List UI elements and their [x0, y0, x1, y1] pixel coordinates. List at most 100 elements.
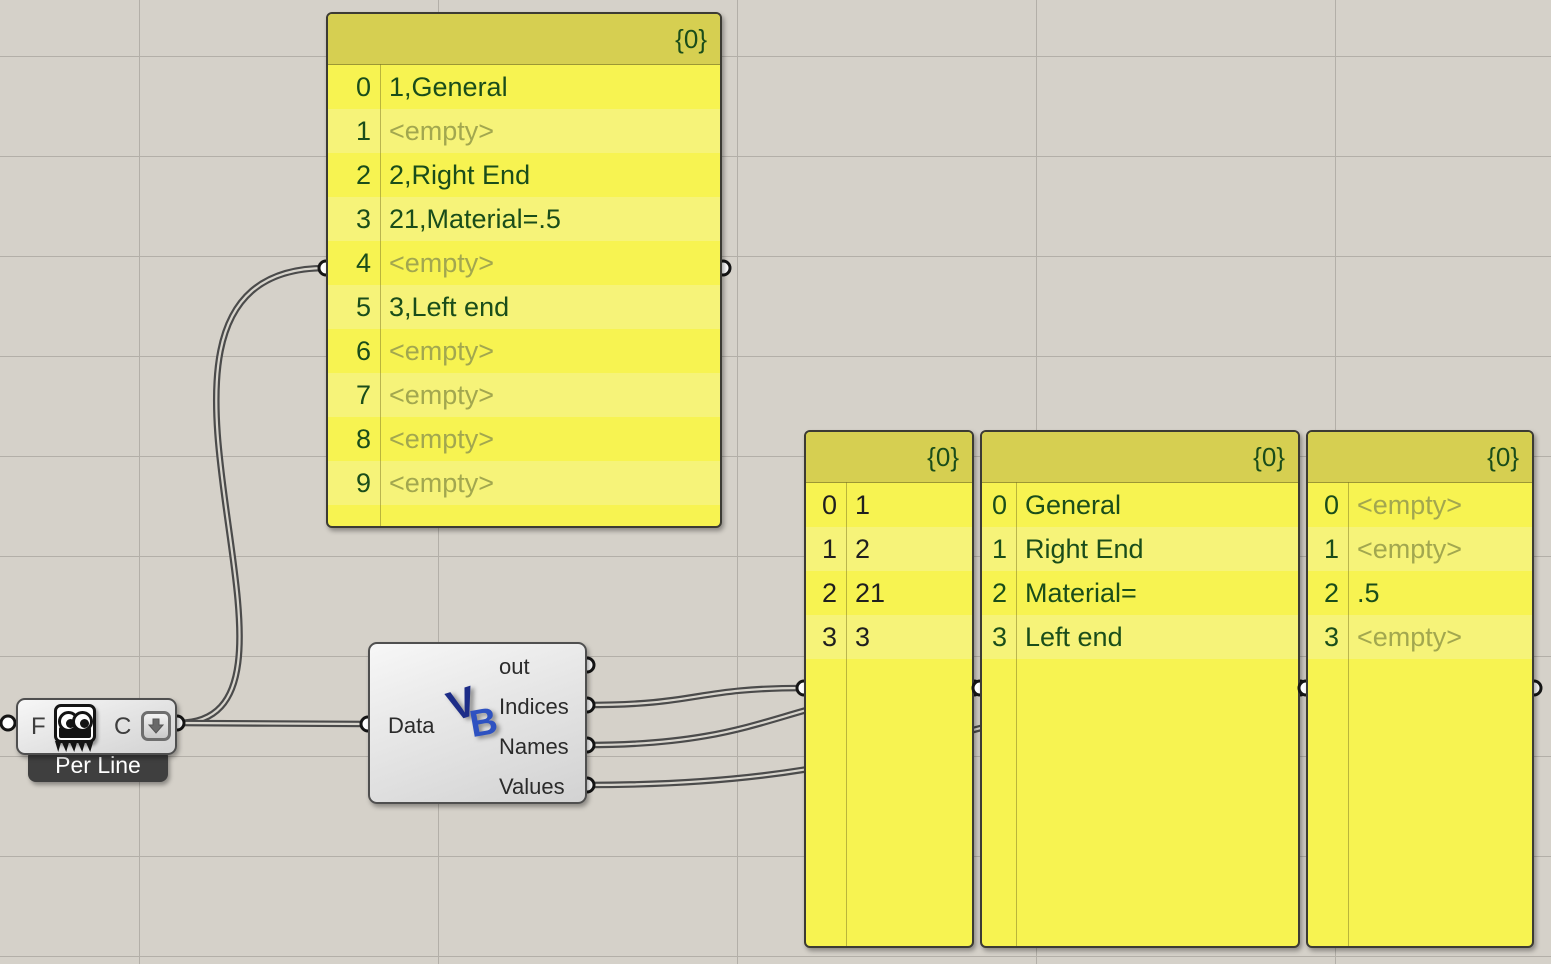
row-value: Right End [1025, 534, 1144, 564]
row-value: 1 [855, 490, 871, 520]
panel-path-label: {0} [675, 23, 707, 54]
row-index: 0 [991, 490, 1007, 520]
panel-rows: 0 General 1 Right End 2 Material= 3 Left… [982, 483, 1298, 659]
row-value: Material= [1025, 578, 1137, 608]
vb-output-label-values: Values [499, 774, 565, 799]
row-value: 21,Material=.5 [389, 204, 561, 234]
row-index: 1 [821, 534, 837, 564]
row-value: <empty> [389, 248, 495, 278]
row-index: 3 [355, 204, 371, 234]
row-value: <empty> [389, 424, 495, 454]
panel-rows: 0 <empty> 1 <empty> 2 .5 3 <empty> [1308, 483, 1532, 659]
panel-row: 2 21 [806, 571, 972, 615]
row-index: 9 [355, 468, 371, 498]
row-index: 1 [1323, 534, 1339, 564]
panel-row: 1 <empty> [328, 109, 720, 153]
row-index: 3 [821, 622, 837, 652]
panel-path-label: {0} [927, 441, 959, 472]
panel-row: 1 <empty> [1308, 527, 1532, 571]
row-value: Left end [1025, 622, 1123, 652]
panel-row: 7 <empty> [328, 373, 720, 417]
panel-row: 3 <empty> [1308, 615, 1532, 659]
perline-input-label: F [31, 713, 46, 740]
row-index: 2 [1323, 578, 1339, 608]
index-divider [1348, 482, 1349, 946]
panel-row: 2 Material= [982, 571, 1298, 615]
perline-component[interactable]: F C [16, 698, 177, 755]
panel-row: 9 <empty> [328, 461, 720, 505]
panel-row: 0 1,General [328, 65, 720, 109]
wire-perline-to-vb-data[interactable] [177, 719, 369, 728]
row-index: 0 [355, 72, 371, 102]
row-index: 3 [1323, 622, 1339, 652]
row-index: 1 [991, 534, 1007, 564]
panel-row: 5 3,Left end [328, 285, 720, 329]
panel-row: 2 2,Right End [328, 153, 720, 197]
wire-vb-indices-to-panel1[interactable] [586, 684, 805, 709]
index-divider [380, 64, 381, 526]
index-divider [1016, 482, 1017, 946]
row-index: 5 [355, 292, 371, 322]
row-value: <empty> [1357, 490, 1463, 520]
panel-row: 0 General [982, 483, 1298, 527]
row-index: 1 [355, 116, 371, 146]
panel-row: 1 Right End [982, 527, 1298, 571]
panel-path-label: {0} [1487, 441, 1519, 472]
panel-row: 3 Left end [982, 615, 1298, 659]
row-value: .5 [1357, 578, 1380, 608]
row-index: 6 [355, 336, 371, 366]
panel-row: 0 <empty> [1308, 483, 1532, 527]
perline-output-label: C [114, 713, 132, 740]
row-value: 1,General [389, 72, 508, 102]
data-panel-indices[interactable]: {0} 0 1 1 2 2 21 3 [804, 430, 974, 948]
row-value: 21 [855, 578, 886, 608]
panel-header: {0} [1308, 432, 1532, 483]
row-index: 2 [991, 578, 1007, 608]
row-value: <empty> [1357, 534, 1463, 564]
vb-output-label-out: out [499, 654, 530, 679]
cluster-eyes-icon [54, 704, 96, 752]
vb-input-label: Data [388, 713, 435, 738]
data-panel-source[interactable]: {0} 0 1,General 1 <empty> 2 2,Right End [326, 12, 722, 528]
row-index: 7 [355, 380, 371, 410]
panel-row: 2 .5 [1308, 571, 1532, 615]
row-value: 2 [855, 534, 871, 564]
perline-input-grip[interactable] [0, 714, 17, 732]
panel-row: 6 <empty> [328, 329, 720, 373]
row-index: 8 [355, 424, 371, 454]
vb-output-label-names: Names [499, 734, 569, 759]
data-panel-names[interactable]: {0} 0 General 1 Right End 2 Material= [980, 430, 1300, 948]
row-value: General [1025, 490, 1122, 520]
row-value: <empty> [389, 116, 495, 146]
panel-header: {0} [982, 432, 1298, 483]
panel-row: 3 21,Material=.5 [328, 197, 720, 241]
row-index: 2 [355, 160, 371, 190]
vb-output-label-indices: Indices [499, 694, 569, 719]
row-index: 2 [821, 578, 837, 608]
panel-row: 4 <empty> [328, 241, 720, 285]
row-value: <empty> [389, 336, 495, 366]
panel-header: {0} [806, 432, 972, 483]
down-arrow-icon[interactable] [141, 711, 171, 741]
vb-script-component[interactable]: Data V B out Indices Names Values [368, 642, 587, 804]
panel-path-label: {0} [1253, 441, 1285, 472]
wire-perline-to-top-panel[interactable] [177, 264, 327, 727]
row-value: 3,Left end [389, 292, 510, 322]
row-value: 3 [855, 622, 871, 652]
row-index: 3 [991, 622, 1007, 652]
row-index: 4 [355, 248, 371, 278]
row-value: <empty> [389, 380, 495, 410]
row-index: 0 [1323, 490, 1339, 520]
row-value: <empty> [389, 468, 495, 498]
panel-header: {0} [328, 14, 720, 65]
row-value: <empty> [1357, 622, 1463, 652]
row-value: 2,Right End [389, 160, 531, 190]
panel-row: 3 3 [806, 615, 972, 659]
index-divider [846, 482, 847, 946]
panel-row: 8 <empty> [328, 417, 720, 461]
data-panel-values[interactable]: {0} 0 <empty> 1 <empty> 2 .5 [1306, 430, 1534, 948]
row-index: 0 [821, 490, 837, 520]
panel-row: 1 2 [806, 527, 972, 571]
panel-rows: 0 1 1 2 2 21 3 3 [806, 483, 972, 659]
